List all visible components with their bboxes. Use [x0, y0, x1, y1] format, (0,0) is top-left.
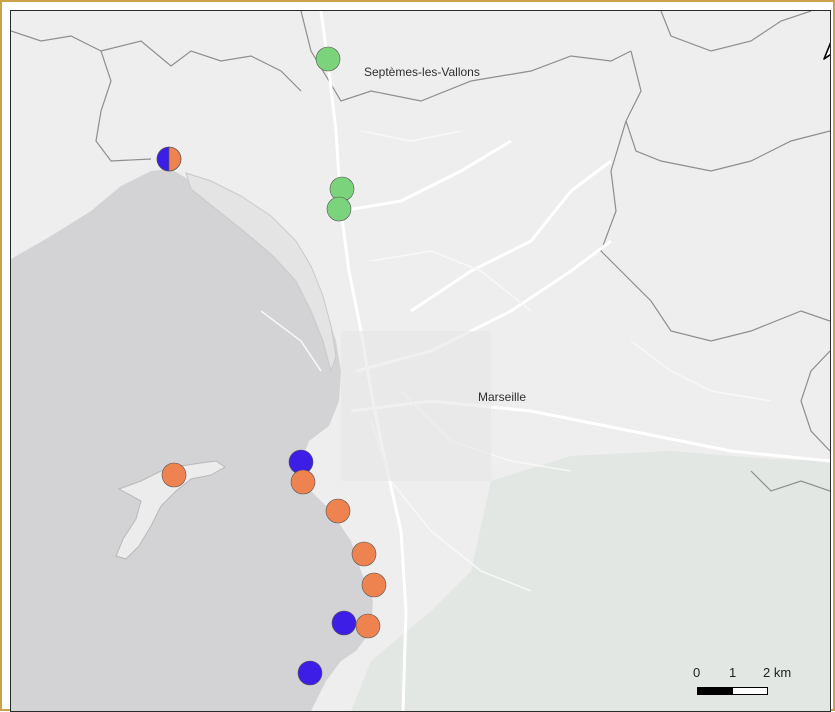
- marker-orange-1[interactable]: [290, 469, 316, 495]
- marker-blue-3[interactable]: [297, 660, 323, 686]
- marker-layer: [156, 46, 387, 686]
- marker-split-1[interactable]: [156, 146, 182, 172]
- basemap: [11, 11, 830, 711]
- marker-blue-2[interactable]: [331, 610, 357, 636]
- marker-orange-3[interactable]: [351, 541, 377, 567]
- marker-green-3[interactable]: [326, 196, 352, 222]
- marker-green-1[interactable]: [315, 46, 341, 72]
- place-label-marseille: Marseille: [478, 390, 527, 404]
- marker-orange-5[interactable]: [355, 613, 381, 639]
- place-label-septemes: Septèmes-les-Vallons: [364, 65, 480, 79]
- marker-orange-2[interactable]: [325, 498, 351, 524]
- scale-bar: 0 1 2 km: [689, 665, 809, 705]
- marker-orange-4[interactable]: [361, 572, 387, 598]
- scale-segment-black: [697, 687, 733, 695]
- scale-tick-2: 2 km: [763, 665, 792, 680]
- scale-segment-white: [732, 687, 768, 695]
- sea: [11, 169, 373, 711]
- marker-orange-island[interactable]: [161, 462, 187, 488]
- scale-tick-0: 0: [693, 665, 701, 680]
- scale-tick-1: 1: [729, 665, 737, 680]
- map-canvas[interactable]: Septèmes-les-Vallons Marseille: [10, 10, 831, 712]
